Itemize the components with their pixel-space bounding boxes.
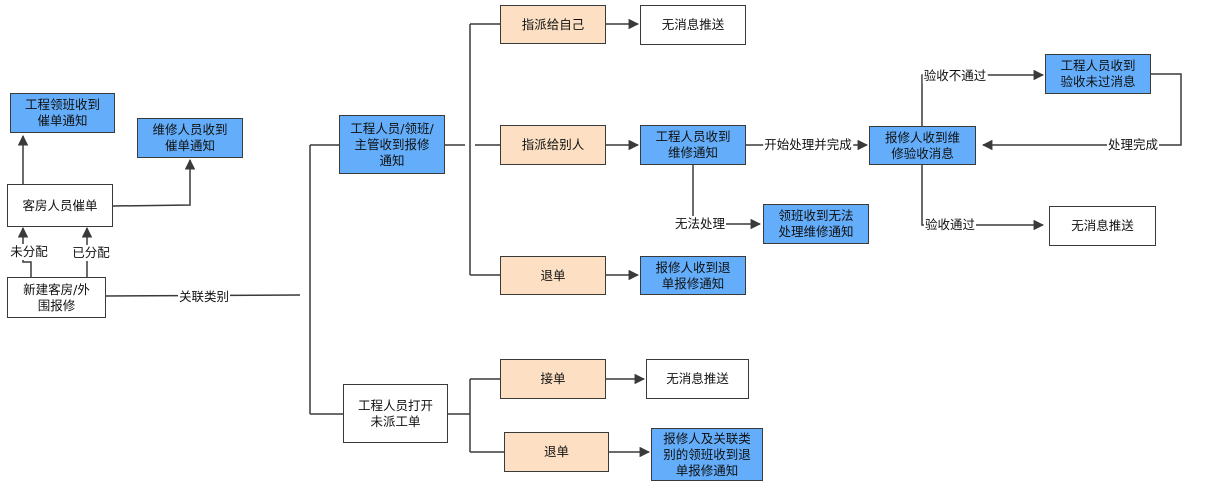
node-zhipai-bieren: 指派给别人	[500, 125, 606, 165]
edge-tongguo	[921, 165, 1045, 231]
edge-cuidan-to-weixiu	[112, 158, 196, 207]
label-weifenpei: 未分配	[9, 244, 49, 260]
node-wuxiaoxi-3: 无消息推送	[1049, 206, 1156, 246]
node-wuxiaoxi-2: 无消息推送	[646, 359, 749, 399]
label-yifenpei: 已分配	[71, 245, 111, 261]
node-gongcheng-dakai: 工程人员打开 未派工单	[343, 384, 448, 443]
node-gongcheng-baoxiu: 工程人员/领班/ 主管收到报修 通知	[339, 115, 445, 174]
node-yanshou-xiaoxi: 报修人收到维 修验收消息	[869, 126, 976, 165]
label-guanlian: 关联类别	[177, 289, 231, 305]
node-wufa-tongzhi: 领班收到无法 处理维修通知	[763, 204, 869, 244]
node-baoxiuren-tuidan: 报修人收到退 单报修通知	[640, 256, 746, 295]
node-xinjian: 新建客房/外 围报修	[7, 277, 106, 318]
label-kaishi-wancheng: 开始处理并完成	[763, 137, 853, 153]
node-jiedan: 接单	[500, 359, 606, 399]
node-guanlian-tuidan: 报修人及关联类 别的领班收到退 单报修通知	[651, 428, 763, 481]
node-weixiu-tongzhi: 工程人员收到 维修通知	[640, 125, 746, 165]
node-kefang-cuidan: 客房人员催单	[7, 184, 113, 227]
node-wuxiaoxi-1: 无消息推送	[640, 5, 746, 45]
label-yanshou-butongguo: 验收不通过	[922, 68, 988, 84]
label-wufa-chuli: 无法处理	[673, 216, 727, 232]
label-chuli-wancheng: 处理完成	[1106, 137, 1160, 153]
node-weixiu-cuidan: 维修人员收到 催单通知	[137, 118, 243, 158]
node-weitongguo-xiaoxi: 工程人员收到 验收未过消息	[1045, 54, 1151, 94]
node-gongcheng-lingban-cuidan: 工程领班收到 催单通知	[10, 93, 115, 133]
node-tuidan-1: 退单	[500, 256, 606, 295]
edge-chuli-wancheng	[981, 73, 1182, 151]
label-yanshou-tongguo: 验收通过	[923, 217, 977, 233]
node-zhipai-ziji: 指派给自己	[500, 5, 606, 44]
edge-butongguo	[921, 69, 1045, 126]
node-tuidan-2: 退单	[504, 432, 609, 472]
